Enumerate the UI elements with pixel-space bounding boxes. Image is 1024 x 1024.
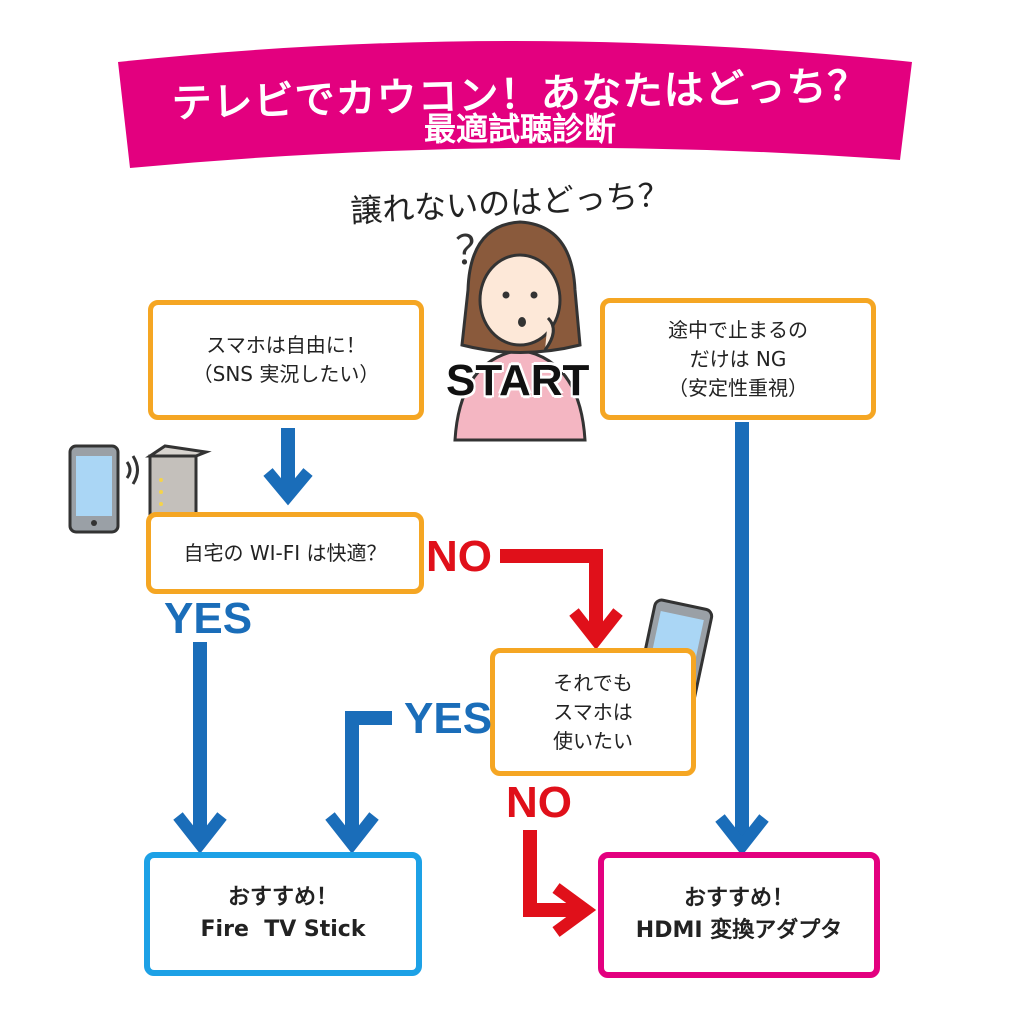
result-firetv-line1: おすすめ！ xyxy=(227,885,338,911)
result-hdmi-line2: HDMI 変換アダプタ xyxy=(635,918,843,943)
result-hdmi-box[interactable]: おすすめ！ HDMI 変換アダプタ xyxy=(598,852,880,978)
banner-subtitle: 最適試聴診断 xyxy=(423,110,616,148)
edge-label-phone-yes: YES xyxy=(404,694,493,743)
arrow-left-choice-to-wifi xyxy=(263,428,313,506)
left-choice-line2: （SNS 実況したい） xyxy=(192,362,380,386)
start-label: START xyxy=(446,356,590,405)
edge-label-phone-no: NO xyxy=(506,778,572,827)
arrow-wifi-no-to-phone xyxy=(500,549,623,650)
result-firetv-line2: Fire TV Stick xyxy=(200,917,366,942)
thinking-woman-illustration xyxy=(453,220,587,442)
edge-label-wifi-no: NO xyxy=(426,532,492,581)
right-choice-line3: （安定性重視） xyxy=(668,375,808,400)
right-choice-box[interactable]: 途中で止まるの だけは NG （安定性重視） xyxy=(600,298,876,420)
wifi-question-box[interactable]: 自宅の WI-FI は快適？ xyxy=(146,512,424,594)
phone-question-box[interactable]: それでも スマホは 使いたい xyxy=(490,648,696,776)
arrow-phone-no-to-hdmi xyxy=(523,830,597,937)
right-choice-line1: 途中で止まるの xyxy=(668,317,808,342)
right-choice-line2: だけは NG xyxy=(689,346,787,371)
phone-question-line3: 使いたい xyxy=(553,728,633,753)
edge-label-wifi-yes: YES xyxy=(164,594,253,643)
phone-router-illustration xyxy=(68,444,212,538)
phone-question-line2: スマホは xyxy=(553,699,633,724)
left-choice-line1: スマホは自由に！ xyxy=(206,333,366,357)
result-firetv-box[interactable]: おすすめ！ Fire TV Stick xyxy=(144,852,422,976)
left-choice-box[interactable]: スマホは自由に！ （SNS 実況したい） xyxy=(148,300,424,420)
phone-question-line1: それでも xyxy=(553,670,633,695)
title-banner xyxy=(118,41,912,168)
arrow-phone-yes-to-firetv xyxy=(325,711,392,854)
result-hdmi-line1: おすすめ！ xyxy=(683,886,794,912)
arrow-right-choice-to-hdmi xyxy=(715,422,769,856)
arrow-wifi-yes-to-firetv xyxy=(173,642,227,854)
question-mark-icon: ？ xyxy=(455,228,495,274)
wifi-question-text: 自宅の WI-FI は快適？ xyxy=(183,540,387,565)
